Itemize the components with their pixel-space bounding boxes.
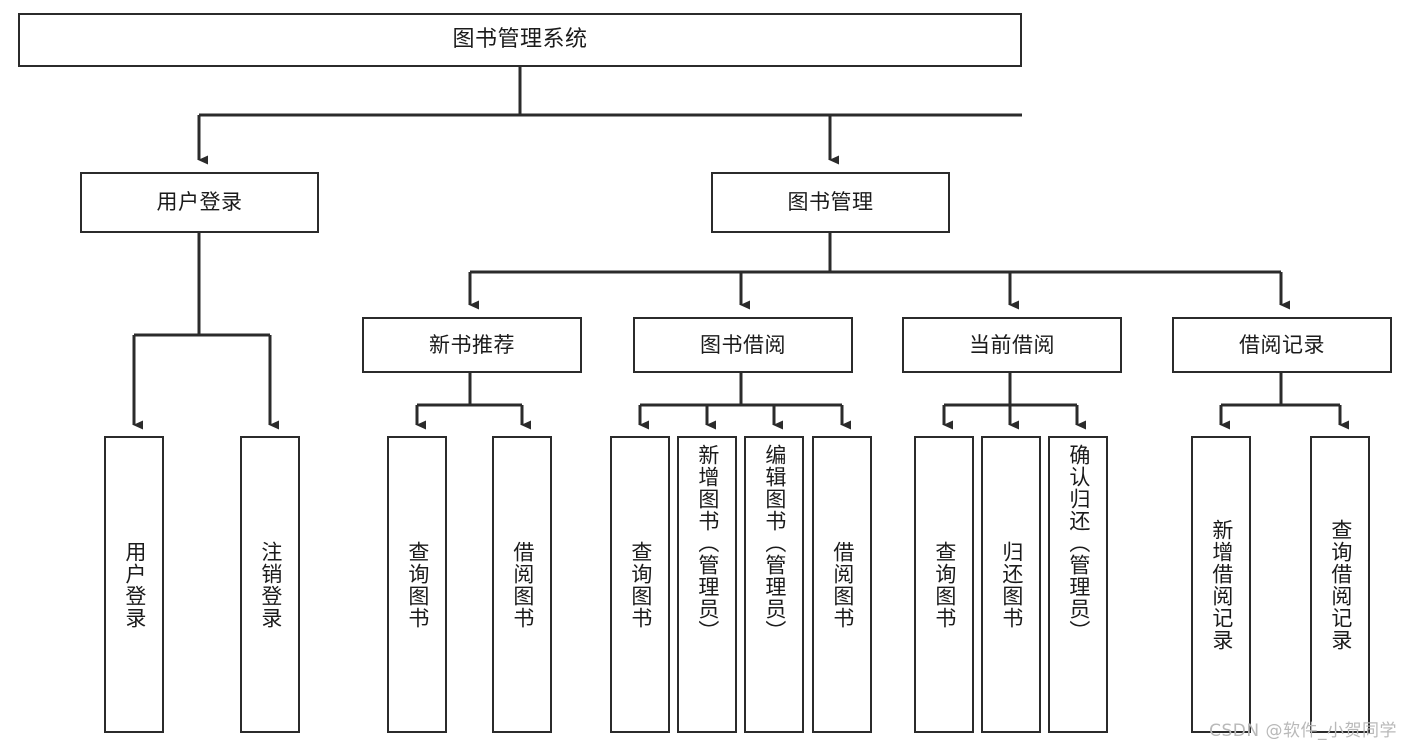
node-label: 图书借阅 bbox=[700, 332, 786, 357]
leaf-label: 查询图书 bbox=[405, 540, 430, 629]
leaf-label: 新增借阅记录 bbox=[1209, 518, 1234, 651]
node-label: 用户登录 bbox=[156, 190, 243, 215]
node-label: 图书管理 bbox=[787, 190, 874, 215]
node-label: 新书推荐 bbox=[429, 332, 515, 357]
node-label: 借阅记录 bbox=[1239, 332, 1325, 357]
leaf-label: 查询借阅记录 bbox=[1328, 518, 1353, 651]
leaf-current-return-book[interactable]: 归还图书 bbox=[981, 436, 1041, 733]
leaf-recommend-query-book[interactable]: 查询图书 bbox=[387, 436, 447, 733]
node-new-book-recommend[interactable]: 新书推荐 bbox=[362, 317, 582, 373]
leaf-recommend-borrow-book[interactable]: 借阅图书 bbox=[492, 436, 552, 733]
leaf-label: 查询图书 bbox=[628, 540, 653, 629]
leaf-current-confirm-return-admin[interactable]: 确认归还（管理员） bbox=[1048, 436, 1108, 733]
leaf-user-login-logout[interactable]: 注销登录 bbox=[240, 436, 300, 733]
node-book-management[interactable]: 图书管理 bbox=[711, 172, 950, 233]
leaf-borrow-add-book-admin[interactable]: 新增图书（管理员） bbox=[677, 436, 737, 733]
node-label: 图书管理系统 bbox=[452, 27, 588, 53]
leaf-label: 归还图书 bbox=[999, 540, 1024, 629]
leaf-user-login-login[interactable]: 用户登录 bbox=[104, 436, 164, 733]
leaf-label: 注销登录 bbox=[258, 540, 283, 629]
leaf-label: 确认归还（管理员） bbox=[1066, 444, 1091, 642]
leaf-borrow-query-book[interactable]: 查询图书 bbox=[610, 436, 670, 733]
csdn-watermark: CSDN @软件_小贺同学 bbox=[1209, 721, 1397, 741]
leaf-record-add-record[interactable]: 新增借阅记录 bbox=[1191, 436, 1251, 733]
node-user-login[interactable]: 用户登录 bbox=[80, 172, 319, 233]
leaf-label: 编辑图书（管理员） bbox=[762, 444, 787, 642]
leaf-label: 新增图书（管理员） bbox=[695, 444, 720, 642]
node-root-system[interactable]: 图书管理系统 bbox=[18, 13, 1022, 67]
leaf-label: 借阅图书 bbox=[830, 540, 855, 629]
node-book-borrow[interactable]: 图书借阅 bbox=[633, 317, 853, 373]
leaf-borrow-edit-book-admin[interactable]: 编辑图书（管理员） bbox=[744, 436, 804, 733]
node-borrow-record[interactable]: 借阅记录 bbox=[1172, 317, 1392, 373]
leaf-borrow-borrow-book[interactable]: 借阅图书 bbox=[812, 436, 872, 733]
leaf-label: 查询图书 bbox=[932, 540, 957, 629]
node-current-borrow[interactable]: 当前借阅 bbox=[902, 317, 1122, 373]
leaf-label: 用户登录 bbox=[122, 540, 147, 629]
leaf-label: 借阅图书 bbox=[510, 540, 535, 629]
leaf-record-query-record[interactable]: 查询借阅记录 bbox=[1310, 436, 1370, 733]
node-label: 当前借阅 bbox=[969, 332, 1055, 357]
leaf-current-query-book[interactable]: 查询图书 bbox=[914, 436, 974, 733]
